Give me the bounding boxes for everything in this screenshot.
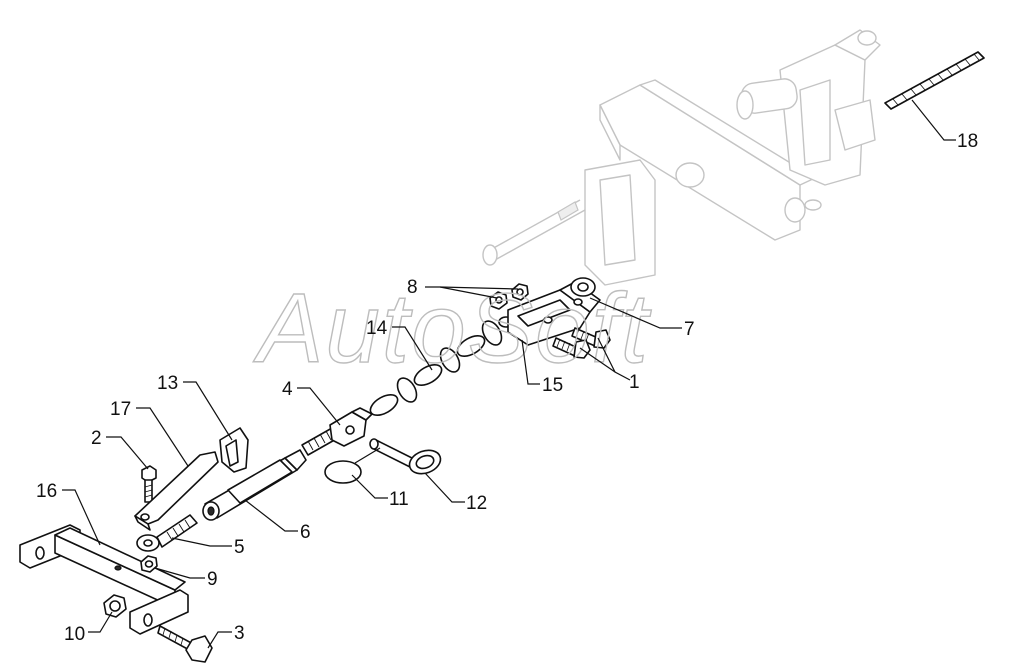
- callout-labels: 1 2 3 4 5 6 7 8 9 10 11 12 13 14 15 16 1…: [36, 131, 978, 645]
- callout-5: 5: [234, 537, 245, 558]
- callout-8: 8: [407, 277, 418, 298]
- bolt-3: [157, 625, 213, 663]
- clevis-5: [136, 514, 198, 552]
- callout-18: 18: [957, 131, 978, 152]
- leader-lines: [62, 99, 956, 649]
- callout-1: 1: [629, 372, 640, 393]
- callout-12: 12: [466, 493, 487, 514]
- callout-6: 6: [300, 522, 311, 543]
- watermark: AutoSoft: [253, 273, 652, 383]
- callout-17: 17: [110, 399, 131, 420]
- callout-11: 11: [389, 489, 409, 510]
- callout-4: 4: [282, 379, 293, 400]
- chain-bracket-15: [507, 281, 601, 346]
- tractor-hitch-ghost: [482, 29, 881, 286]
- bolt-1a: [571, 327, 611, 349]
- ring-clip-11: [324, 447, 381, 484]
- callout-2: 2: [91, 428, 102, 449]
- nut-8b: [511, 283, 529, 301]
- callout-16: 16: [36, 481, 57, 502]
- nut-10: [103, 594, 127, 618]
- nut-9: [140, 555, 158, 573]
- bracket-13: [219, 427, 249, 473]
- nut-8a: [489, 291, 508, 310]
- turnbuckle-6: [202, 449, 307, 521]
- bolt-2: [141, 465, 157, 503]
- pin-12: [369, 438, 442, 475]
- lever-17: [134, 451, 219, 531]
- callout-10: 10: [64, 624, 85, 645]
- callout-14: 14: [366, 318, 388, 339]
- clevis-4: [301, 407, 373, 456]
- callout-9: 9: [207, 569, 218, 590]
- callout-3: 3: [234, 623, 245, 644]
- callout-13: 13: [157, 373, 178, 394]
- chain: [369, 316, 514, 417]
- drawbar-16: [19, 524, 189, 635]
- washer-7: [570, 277, 596, 297]
- callout-15: 15: [542, 375, 563, 396]
- callout-7: 7: [684, 319, 695, 340]
- threaded-rod-18: [884, 51, 985, 110]
